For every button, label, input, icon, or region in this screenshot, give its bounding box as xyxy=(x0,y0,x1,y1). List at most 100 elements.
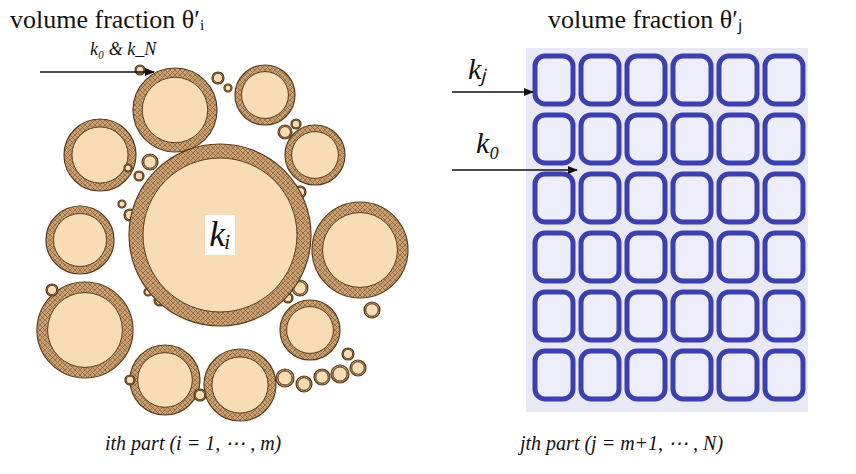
matrix-ground xyxy=(526,48,808,412)
particle-coating xyxy=(118,200,126,208)
particle-coating xyxy=(350,360,366,376)
square-inclusion xyxy=(673,351,711,399)
particle-coating xyxy=(37,282,133,378)
particle-coating xyxy=(291,119,301,129)
coated-particles xyxy=(37,65,408,421)
leader-arrow xyxy=(40,71,154,73)
particle-coating xyxy=(224,84,232,92)
square-inclusion xyxy=(673,174,711,222)
central-particle: kᵢ xyxy=(128,143,312,327)
particle-core xyxy=(72,127,128,183)
particle-core xyxy=(343,349,352,358)
particle-core xyxy=(333,367,347,381)
square-inclusion xyxy=(627,233,665,281)
square-inclusion xyxy=(535,56,573,104)
particle-core xyxy=(323,213,398,288)
particle-core xyxy=(298,378,310,390)
conductivity-label: k₀ & k_N xyxy=(90,40,156,60)
particle-core xyxy=(242,72,289,119)
square-inclusion xyxy=(535,292,573,340)
particle-core xyxy=(280,127,291,138)
square-inclusion xyxy=(581,56,619,104)
particle-coating xyxy=(129,144,311,326)
particle-core xyxy=(213,73,222,82)
square-inclusion xyxy=(719,174,757,222)
square-inclusion xyxy=(765,351,803,399)
square-inclusion xyxy=(535,174,573,222)
particle-core xyxy=(225,85,231,91)
square-inclusion xyxy=(627,351,665,399)
particle-coating xyxy=(342,348,354,360)
particle-coating xyxy=(235,65,295,125)
square-inclusion xyxy=(719,233,757,281)
particle-coating xyxy=(364,302,380,318)
square-inclusion xyxy=(581,174,619,222)
square-inclusion xyxy=(673,292,711,340)
particle-coating xyxy=(125,375,135,385)
particle-core xyxy=(47,285,56,294)
square-inclusion xyxy=(535,115,573,163)
particle-core xyxy=(278,371,292,385)
particle-coating xyxy=(204,349,276,421)
particle-core xyxy=(316,371,328,383)
particle-core xyxy=(366,304,378,316)
particle-core xyxy=(195,390,204,399)
volume-fraction-label: volume fraction θ′ᵢ xyxy=(10,6,204,35)
particle-coating xyxy=(134,171,144,181)
particle-core xyxy=(135,172,143,180)
square-inclusion xyxy=(627,115,665,163)
particle-core xyxy=(53,213,106,266)
particle-coating xyxy=(46,206,114,274)
square-inclusion xyxy=(581,115,619,163)
square-inclusion xyxy=(535,233,573,281)
square-inclusion xyxy=(719,56,757,104)
square-inclusion xyxy=(719,292,757,340)
particle-coating xyxy=(314,369,330,385)
particle-coating xyxy=(296,376,312,392)
leader-arrow xyxy=(452,91,533,93)
square-inclusion xyxy=(673,115,711,163)
square-inclusion xyxy=(719,351,757,399)
square-inclusion xyxy=(765,174,803,222)
square-inclusion xyxy=(581,233,619,281)
particle-core xyxy=(48,293,123,368)
particle-coating xyxy=(135,65,145,75)
particle-coating xyxy=(64,119,136,191)
particle-core xyxy=(287,307,334,354)
particle-core xyxy=(352,362,364,374)
particle-coating xyxy=(280,300,340,360)
part-caption: jth part (j = m+1, ⋯ , N) xyxy=(520,432,723,454)
volume-fraction-label: volume fraction θ′ⱼ xyxy=(548,6,742,35)
particle-coating xyxy=(46,284,58,296)
square-inclusion xyxy=(765,292,803,340)
part-caption: ith part (i = 1, ⋯ , m) xyxy=(105,432,281,454)
square-inclusion xyxy=(581,351,619,399)
particle-coating xyxy=(133,68,217,152)
particle-core xyxy=(143,158,297,312)
particle-core xyxy=(126,376,134,384)
square-inclusion xyxy=(627,292,665,340)
square-inclusion xyxy=(765,56,803,104)
square-inclusion xyxy=(627,174,665,222)
conductivity-label: k₀ xyxy=(476,126,500,159)
particle-core xyxy=(138,353,193,408)
square-inclusion xyxy=(627,56,665,104)
particle-core xyxy=(292,132,339,179)
conductivity-label: kⱼ xyxy=(468,52,486,85)
square-inclusion xyxy=(673,233,711,281)
leader-arrow xyxy=(452,169,577,171)
square-inclusion xyxy=(765,115,803,163)
particle-coating xyxy=(212,72,224,84)
particle-coating xyxy=(285,125,345,185)
particle-core xyxy=(142,77,208,143)
conductivity-label: kᵢ xyxy=(205,215,235,255)
square-inclusion xyxy=(581,292,619,340)
square-inclusions xyxy=(535,56,803,399)
particle-coating xyxy=(312,202,408,298)
particle-coating xyxy=(331,365,349,383)
square-inclusion xyxy=(765,233,803,281)
particle-coating xyxy=(124,164,132,172)
particle-coating xyxy=(194,389,206,401)
